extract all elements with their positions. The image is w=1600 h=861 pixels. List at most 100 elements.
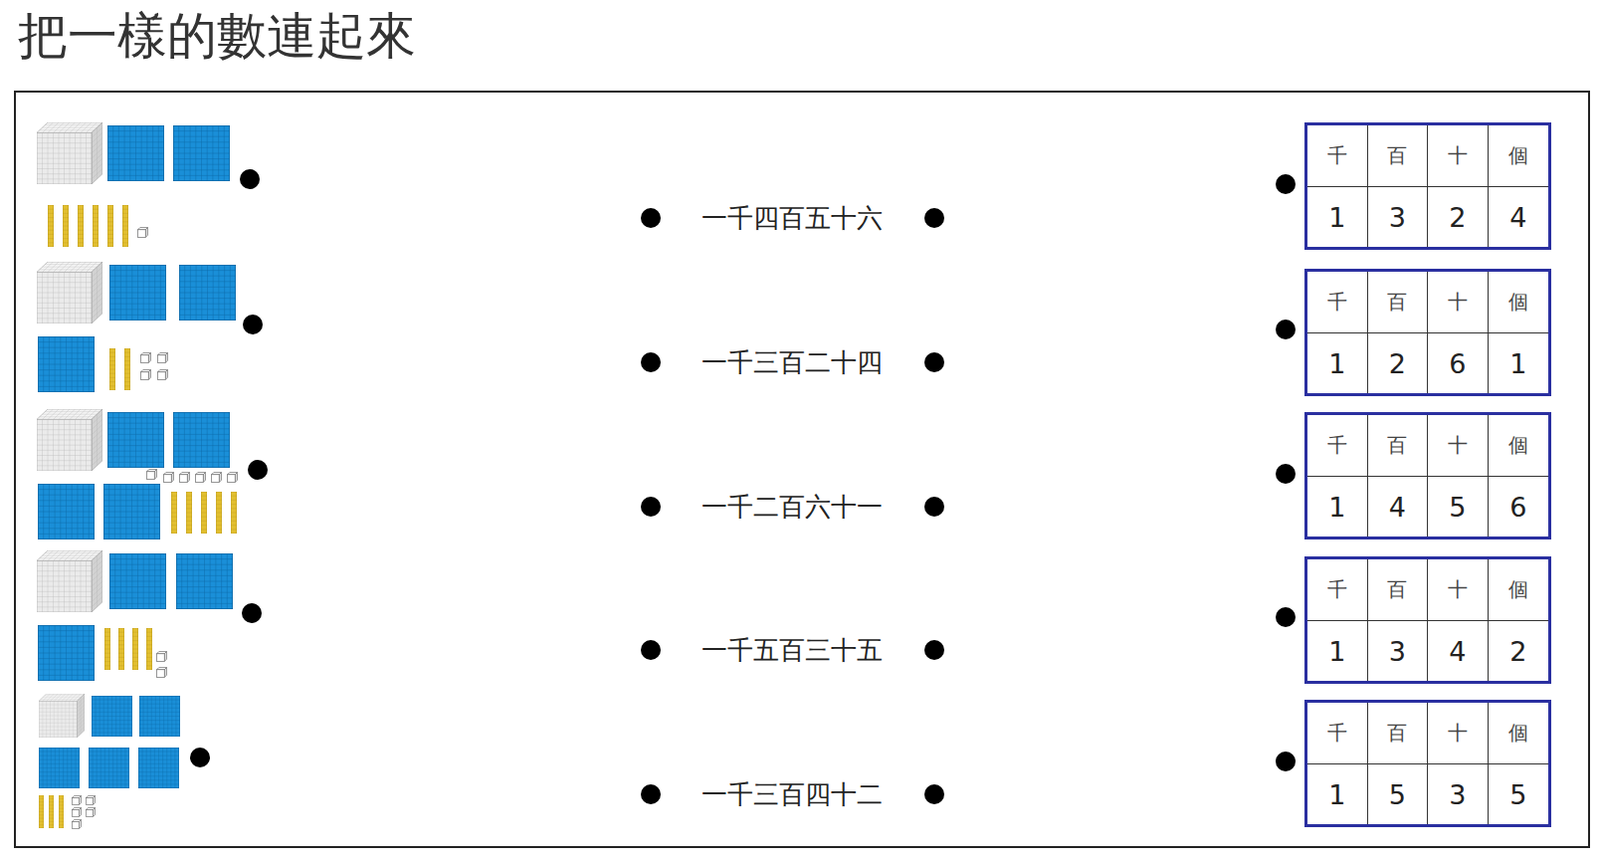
number-words: 一千四百五十六	[664, 200, 920, 236]
number-words: 一千二百六十一	[664, 488, 920, 525]
header-cell: 百	[1368, 271, 1429, 334]
digit-cell: 4	[1368, 476, 1429, 537]
digit: 2	[1509, 635, 1527, 667]
hundred-flat	[179, 264, 236, 321]
hundred-flat	[176, 553, 233, 609]
match-dot	[1275, 174, 1296, 195]
header-cell: 十	[1427, 702, 1489, 765]
number-words-text: 一千五百三十五	[701, 632, 883, 668]
match-dot	[239, 169, 260, 190]
unit-cube	[158, 353, 169, 364]
match-dot	[924, 784, 945, 804]
digit-cell: 5	[1368, 764, 1429, 824]
unit-cube	[157, 667, 168, 678]
place-name: 十	[1447, 719, 1468, 747]
thousand-cube	[36, 122, 103, 185]
match-dot	[190, 747, 210, 768]
place-name: 百	[1387, 576, 1407, 603]
unit-cube	[147, 469, 158, 480]
worksheet-title: 把一樣的數連起來	[17, 3, 416, 68]
ten-rod	[107, 204, 114, 247]
unit-cube	[86, 807, 96, 817]
digit: 4	[1448, 635, 1466, 667]
unit-cube	[196, 472, 206, 483]
number-words-text: 一千二百六十一	[701, 489, 883, 525]
hundred-flat	[109, 553, 167, 609]
header-cell: 千	[1307, 702, 1369, 765]
match-dot	[924, 496, 945, 517]
hundred-flat	[38, 747, 80, 789]
header-cell: 千	[1307, 271, 1369, 334]
digit-cell: 5	[1488, 764, 1550, 824]
match-dot	[924, 639, 945, 660]
place-name: 千	[1327, 719, 1348, 747]
ten-rod	[62, 204, 69, 247]
header-cell: 百	[1368, 559, 1429, 621]
match-dot	[640, 639, 661, 660]
ten-rod	[58, 795, 64, 828]
hundred-flat	[37, 336, 95, 393]
hundred-flat	[173, 411, 230, 468]
digit-cell: 5	[1427, 476, 1489, 537]
header-cell: 十	[1427, 125, 1489, 188]
place-name: 個	[1508, 142, 1529, 170]
unit-cube	[86, 796, 96, 805]
ten-rod	[186, 491, 193, 534]
place-name: 千	[1327, 288, 1348, 316]
match-dot	[924, 352, 945, 373]
ten-rod	[132, 627, 139, 670]
digit-cell: 1	[1307, 476, 1369, 537]
match-dot	[242, 314, 263, 335]
match-dot	[247, 459, 268, 480]
unit-cube	[72, 819, 82, 829]
header-cell: 百	[1368, 414, 1429, 477]
place-value-table: 千百十個1535	[1304, 699, 1552, 827]
digit-cell: 1	[1307, 620, 1369, 681]
header-cell: 十	[1427, 414, 1489, 477]
place-name: 個	[1508, 576, 1529, 603]
ten-rod	[77, 204, 84, 247]
place-name: 百	[1387, 719, 1407, 747]
digit: 1	[1328, 491, 1346, 523]
ten-rod	[104, 627, 111, 670]
digit: 6	[1448, 348, 1466, 380]
ten-rod	[215, 491, 222, 534]
place-name: 千	[1327, 142, 1348, 170]
ten-rod	[122, 204, 129, 247]
digit: 1	[1328, 348, 1346, 380]
unit-cube	[72, 796, 82, 805]
digit: 2	[1448, 201, 1466, 233]
hundred-flat	[138, 747, 180, 789]
match-dot	[1275, 751, 1296, 772]
place-name: 個	[1508, 719, 1529, 747]
hundred-flat	[37, 483, 95, 540]
digit: 3	[1448, 779, 1466, 810]
number-words: 一千五百三十五	[664, 631, 920, 668]
digit: 5	[1448, 491, 1466, 523]
hundred-flat	[37, 624, 95, 681]
digit-cell: 2	[1368, 333, 1429, 394]
unit-cube	[164, 472, 175, 483]
hundred-flat	[103, 483, 161, 540]
digit-cell: 6	[1427, 333, 1489, 394]
digit-cell: 1	[1307, 764, 1369, 824]
digit-cell: 4	[1427, 620, 1489, 681]
digit: 2	[1389, 348, 1406, 380]
header-cell: 十	[1427, 271, 1489, 334]
number-words-text: 一千三百四十二	[701, 777, 883, 812]
place-value-table: 千百十個1324	[1304, 122, 1552, 250]
unit-cube	[138, 227, 149, 238]
place-name: 十	[1447, 576, 1468, 603]
place-value-table: 千百十個1456	[1304, 411, 1552, 540]
place-name: 個	[1508, 431, 1529, 459]
ten-rod	[47, 204, 54, 247]
ten-rod	[124, 348, 131, 391]
unit-cube	[227, 472, 238, 483]
number-words: 一千三百四十二	[664, 776, 920, 812]
thousand-cube	[36, 408, 103, 471]
ten-rod	[118, 627, 125, 670]
match-dot	[640, 496, 661, 517]
place-value-table: 千百十個1261	[1304, 268, 1552, 397]
hundred-flat	[139, 695, 181, 737]
place-name: 百	[1387, 431, 1407, 459]
